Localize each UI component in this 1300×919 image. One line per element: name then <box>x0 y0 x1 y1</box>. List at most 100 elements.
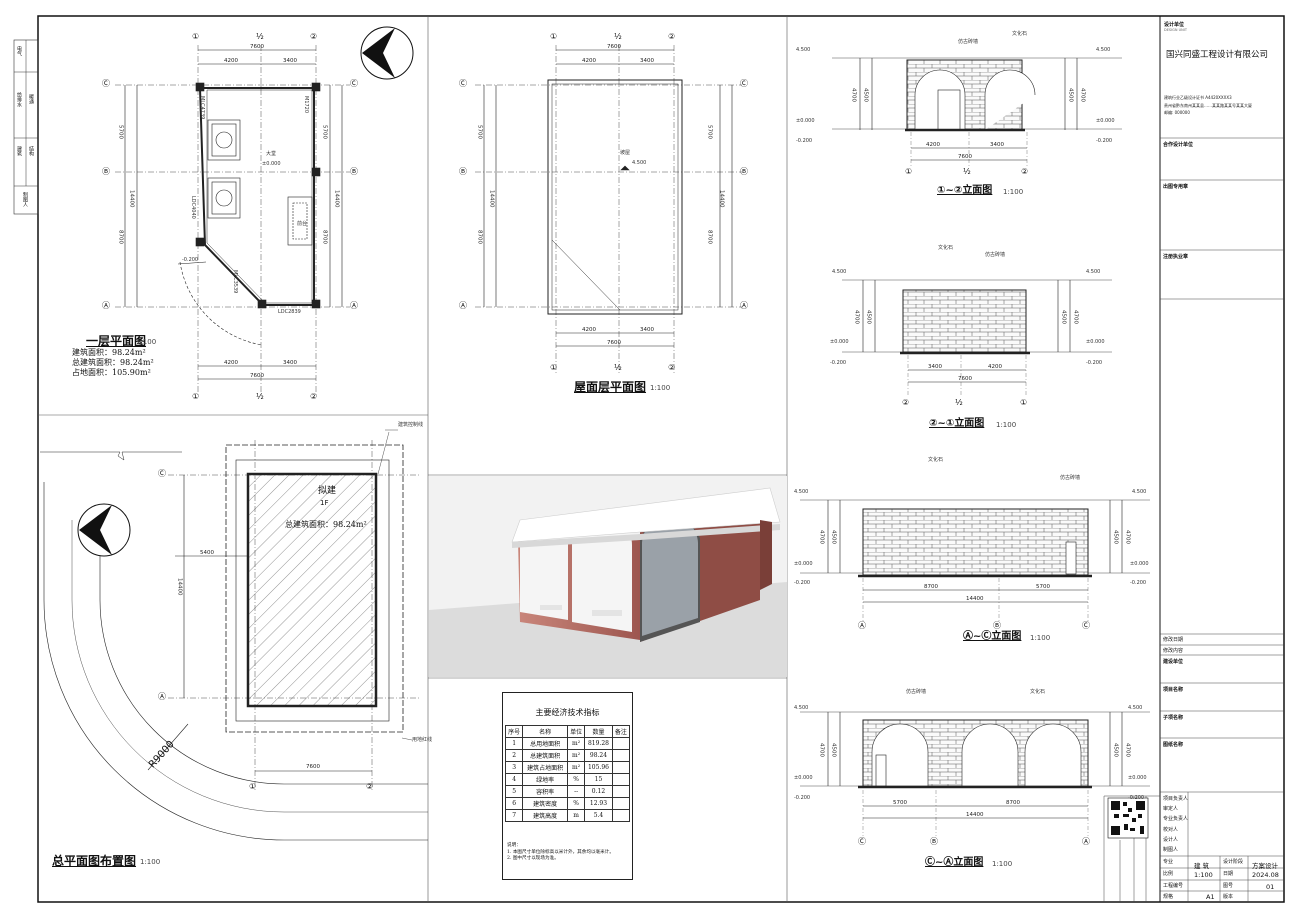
table-cell: 6 <box>504 797 524 810</box>
elevation-scale: 1:100 <box>1030 634 1051 642</box>
level-mark: 4.500 <box>632 160 647 166</box>
building-area: 总建筑面积：98.24m² <box>285 520 367 529</box>
axis-label: Ⓑ <box>102 167 110 176</box>
material-note: 文化石 <box>938 245 954 251</box>
strip-label: 电气 <box>16 46 22 56</box>
strip-label: 暖通 <box>28 94 34 104</box>
level-mark: ±0.000 <box>1130 561 1149 567</box>
axis-label: Ⓒ <box>1082 621 1090 630</box>
reg-label: 注册执业章 <box>1163 254 1189 260</box>
table-cell: 1 <box>504 737 524 750</box>
stage-value: 方案设计 <box>1252 862 1278 870</box>
axis-label: Ⓒ <box>740 79 748 88</box>
window-tag: M1720 <box>303 96 309 114</box>
level-mark: ±0.000 <box>262 161 281 167</box>
notes-title: 说明： <box>507 843 521 848</box>
ground-floor-plan <box>115 45 350 395</box>
table-cell: 4 <box>504 773 524 786</box>
table-cell: 建筑占地面积 <box>522 761 568 774</box>
level-mark: ±0.000 <box>1096 118 1115 124</box>
dimension: 4200 <box>224 58 238 64</box>
dimension: 14400 <box>966 596 984 602</box>
level-mark: 4.500 <box>1086 269 1101 275</box>
table-header: 名称 <box>522 725 568 738</box>
level-mark: -0.200 <box>1130 580 1147 586</box>
dimension: 4700 <box>818 530 825 544</box>
dimension: 8700 <box>117 230 124 244</box>
dimension: 8700 <box>1006 800 1020 806</box>
version-label: 版本 <box>1223 894 1234 900</box>
dimension: 3400 <box>640 327 654 333</box>
coop-label: 合作设计单位 <box>1163 142 1194 148</box>
dimension: 7600 <box>958 154 972 160</box>
level-mark: ±0.000 <box>1086 339 1105 345</box>
discipline-label: 专业 <box>1163 859 1174 865</box>
note-line: 1. 本图尺寸单位除标高以米计外，其余均以毫米计。 <box>507 849 614 855</box>
level-mark: ±0.000 <box>794 775 813 781</box>
scale-value: 1:100 <box>1194 871 1213 879</box>
elevation-a-c <box>800 499 1150 622</box>
axis-label: Ⓒ <box>350 79 358 88</box>
table-cell <box>611 773 631 786</box>
dimension: 5700 <box>476 125 483 139</box>
axis-label: Ⓐ <box>459 301 467 310</box>
elevation-2-1 <box>842 279 1112 395</box>
dimension: 3400 <box>990 142 1004 148</box>
window-tag: MLC4739 <box>199 96 205 120</box>
axis-label: Ⓑ <box>459 167 467 176</box>
qr-code-icon <box>1107 797 1149 839</box>
dimension: 7600 <box>958 376 972 382</box>
table-cell: 容积率 <box>522 785 568 798</box>
dimension: 7600 <box>607 340 621 346</box>
axis-label: ① <box>1020 398 1028 407</box>
building-name: 拟建 <box>318 486 337 496</box>
dimension: 4700 <box>1124 530 1131 544</box>
subitem-label: 子项名称 <box>1163 715 1184 721</box>
elevation-title: ①~②立面图 <box>937 185 993 196</box>
roof-note: 坡屋 <box>620 150 631 156</box>
roof-plan <box>475 45 742 375</box>
plan-area-line: 建筑面积：98.24m² <box>72 348 146 357</box>
material-note: 文化石 <box>1030 689 1046 695</box>
table-cell: % <box>566 797 586 810</box>
dimension: 7600 <box>250 44 264 50</box>
axis-label: ② <box>310 392 318 401</box>
material-note: 仿古砖墙 <box>958 39 979 45</box>
axis-label: ① <box>550 32 558 41</box>
axis-label: Ⓒ <box>858 837 866 846</box>
signoff-label: 专业负责人 <box>1163 816 1189 822</box>
dimension: 4500 <box>1067 88 1074 102</box>
table-cell: 总建筑面积 <box>522 749 568 762</box>
sheet-no-value: 01 <box>1266 883 1275 891</box>
table-header: 备注 <box>611 725 631 738</box>
axis-label: ② <box>668 363 676 372</box>
dimension: 14400 <box>966 812 984 818</box>
table-cell: 5.4 <box>584 809 613 822</box>
axis-label: Ⓐ <box>858 621 866 630</box>
material-note: 仿古砖墙 <box>1060 475 1081 481</box>
site-plan <box>40 429 428 841</box>
table-cell: % <box>566 773 586 786</box>
level-mark: 4.500 <box>1096 47 1111 53</box>
signoff-label: 审定人 <box>1163 806 1179 812</box>
material-note: 仿古砖墙 <box>906 689 927 695</box>
date-label: 日期 <box>1223 871 1234 877</box>
building-floors: 1F <box>320 499 329 507</box>
table-cell: 建筑密度 <box>522 797 568 810</box>
dimension: 7600 <box>607 44 621 50</box>
dimension: 4500 <box>1060 310 1067 324</box>
level-mark: -0.200 <box>830 360 847 366</box>
elevation-title: ②~①立面图 <box>929 418 985 429</box>
axis-label: ½ <box>955 398 963 407</box>
axis-label: Ⓐ <box>350 301 358 310</box>
roof-title: 屋面层平面图 <box>574 380 647 394</box>
table-cell: 2 <box>504 749 524 762</box>
date-value: 2024.08 <box>1252 871 1279 879</box>
level-mark: -0.200 <box>796 138 813 144</box>
table-header: 序号 <box>504 725 524 738</box>
seal-label: 出图专用章 <box>1163 184 1189 190</box>
